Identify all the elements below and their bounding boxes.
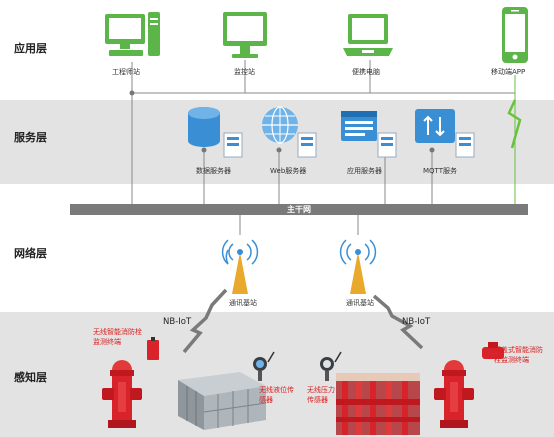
water-tank-icon: [178, 372, 267, 430]
mobile-app-label: 移动端APP: [491, 68, 526, 76]
level-sensor-label: 无线液位传感器: [259, 386, 294, 404]
base-station-label-1: 通讯基站: [229, 299, 257, 307]
backbone-label: 主干网: [287, 205, 311, 214]
workstation-label: 工程师站: [112, 68, 140, 76]
app-server-label: 应用服务器: [347, 167, 382, 175]
mobile-phone-icon: [502, 7, 528, 63]
level-sensor-icon: [253, 351, 275, 381]
web-server-label: Web服务器: [270, 167, 307, 175]
workstation-icon: [105, 12, 160, 56]
app-server-icon: [341, 111, 397, 158]
pressure-sensor-icon: [320, 351, 342, 381]
base-station-icon-2: [339, 239, 377, 294]
mqtt-server-icon: [415, 109, 475, 158]
hydrant-left-label: 无线智能消防栓监测终端: [93, 328, 142, 346]
laptop-icon: [343, 14, 393, 56]
monitor-station-icon: [223, 12, 267, 58]
backbone-bar: [70, 204, 528, 215]
monitor-station-label: 监控站: [234, 68, 255, 76]
terminal-device-icon: [147, 337, 159, 360]
database-server-label: 数据服务器: [196, 167, 231, 175]
base-station-label-2: 通讯基站: [346, 299, 374, 307]
laptop-label: 便携电脑: [352, 68, 380, 76]
base-station-icon-1: [221, 239, 259, 294]
service-layer-label: 服务层: [14, 131, 47, 144]
application-layer-label: 应用层: [14, 42, 47, 55]
mqtt-service-label: MQTT服务: [423, 167, 457, 175]
web-server-icon: [262, 106, 317, 158]
pressure-sensor-label: 无线压力传感器: [307, 386, 335, 404]
hydrant-right-label: 闷盖式智能消防栓监测终端: [494, 346, 543, 364]
fire-hydrant-right-icon: [434, 360, 474, 428]
nb-iot-label-right: NB-IoT: [402, 317, 431, 327]
pipe-room-icon: [336, 373, 420, 435]
database-server-icon: [188, 107, 243, 158]
fire-hydrant-left-icon: [102, 360, 142, 428]
application-layer: [0, 0, 554, 100]
network-layer-label: 网络层: [14, 247, 47, 260]
cap-terminal-icon: [482, 342, 504, 359]
perception-layer-label: 感知层: [14, 371, 47, 384]
nb-iot-label-left: NB-IoT: [163, 317, 192, 327]
